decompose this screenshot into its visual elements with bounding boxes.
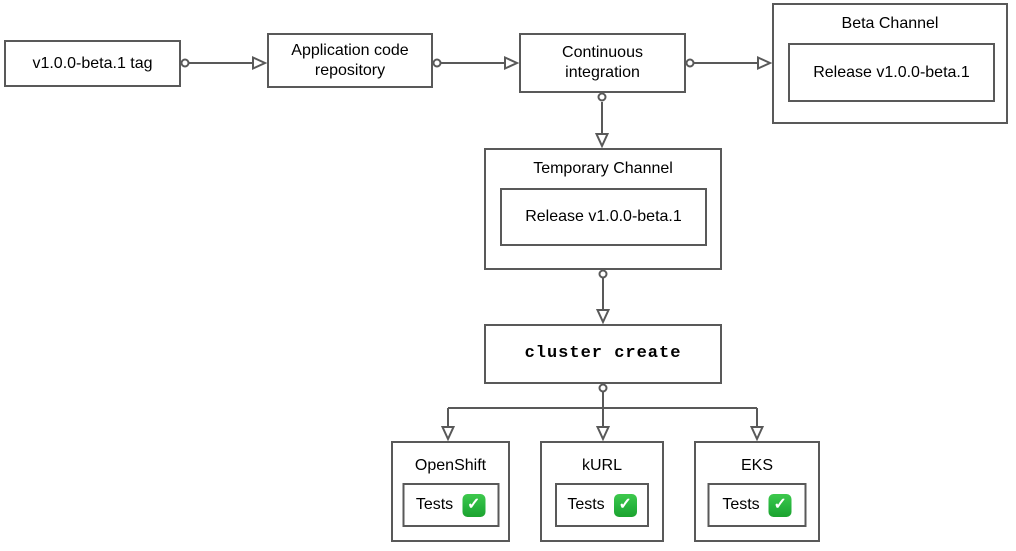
node-version-tag-label: v1.0.0-beta.1 tag <box>32 54 153 72</box>
node-application-code-repository-label: Application code repository <box>291 41 409 79</box>
node-continuous-integration: Continuous integration <box>519 33 686 93</box>
check-icon: ✓ <box>462 493 486 517</box>
temporary-channel-release-box: Release v1.0.0-beta.1 <box>500 188 707 246</box>
group-temporary-channel: Temporary Channel Release v1.0.0-beta.1 <box>484 148 722 270</box>
node-cluster-create-label: cluster create <box>524 344 682 364</box>
eks-title: EKS <box>740 457 773 474</box>
check-icon: ✓ <box>613 493 637 517</box>
kurl-title: kURL <box>581 457 622 474</box>
group-kurl: kURL Tests ✓ <box>540 441 664 542</box>
kurl-tests-box: Tests ✓ <box>555 483 649 527</box>
group-openshift: OpenShift Tests ✓ <box>391 441 510 542</box>
connector-cluster-create-to-platforms <box>440 383 765 442</box>
beta-channel-release-label: Release v1.0.0-beta.1 <box>813 63 970 81</box>
temporary-channel-release-label: Release v1.0.0-beta.1 <box>525 208 682 225</box>
connector-tag-to-repo <box>180 55 268 71</box>
eks-tests-box: Tests ✓ <box>707 483 807 527</box>
group-eks: EKS Tests ✓ <box>694 441 820 542</box>
openshift-title: OpenShift <box>414 457 487 474</box>
node-cluster-create: cluster create <box>484 324 722 384</box>
beta-channel-release-box: Release v1.0.0-beta.1 <box>788 43 995 102</box>
connector-temporary-channel-to-cluster-create <box>595 269 611 325</box>
connector-ci-to-temporary-channel <box>594 92 610 149</box>
connector-ci-to-beta-channel <box>685 55 773 71</box>
node-application-code-repository: Application code repository <box>267 33 433 88</box>
beta-channel-title: Beta Channel <box>841 15 939 32</box>
node-continuous-integration-label: Continuous integration <box>562 44 643 81</box>
kurl-tests-label: Tests <box>567 496 605 513</box>
openshift-tests-box: Tests ✓ <box>402 483 499 527</box>
openshift-tests-label: Tests <box>415 496 454 513</box>
node-version-tag: v1.0.0-beta.1 tag <box>4 40 181 87</box>
group-beta-channel: Beta Channel Release v1.0.0-beta.1 <box>772 3 1008 124</box>
check-icon: ✓ <box>768 493 792 517</box>
eks-tests-label: Tests <box>722 496 760 513</box>
temporary-channel-title: Temporary Channel <box>533 160 673 177</box>
connector-repo-to-ci <box>432 55 520 71</box>
